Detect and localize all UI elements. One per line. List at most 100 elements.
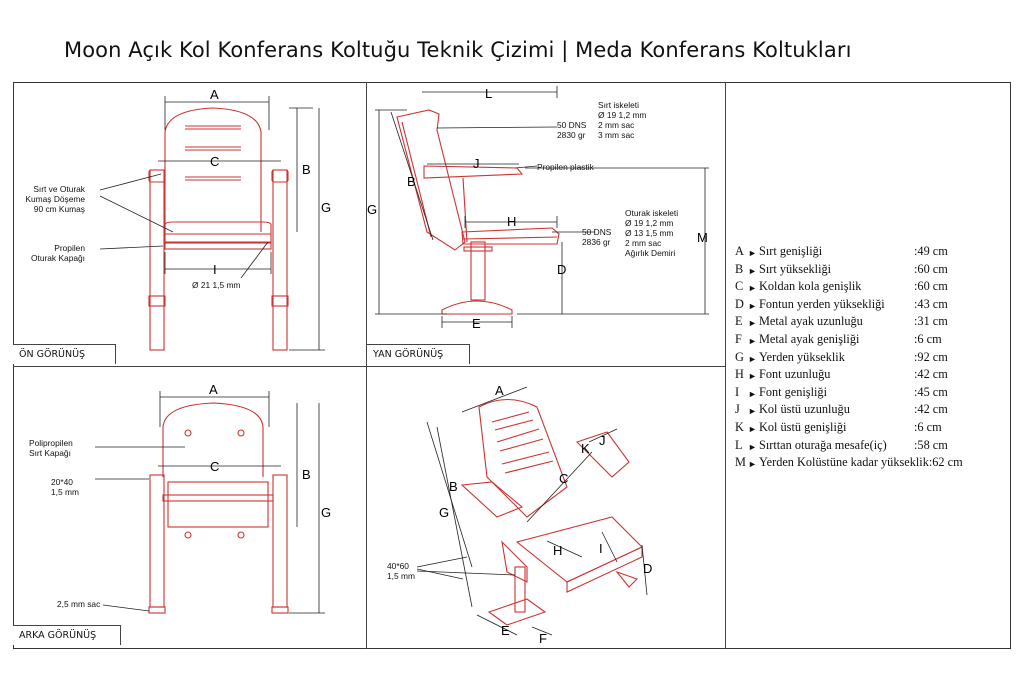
arrow-icon: ► (748, 423, 757, 434)
legend-key: M (735, 455, 746, 470)
legend-row: L►Sırttan oturağa mesafe(iç):58 cm (735, 438, 963, 456)
persp-dim-e-label: E (501, 623, 510, 638)
persp-dim-f-label: F (539, 631, 547, 646)
legend-name: Sırt genişliği (759, 244, 823, 258)
perspective-view-drawing: A B G C K J H I D E F (416, 383, 652, 646)
legend-value: :45 cm (914, 384, 948, 399)
legend-name: Koldan kola genişlik (759, 279, 862, 294)
side-dim-b-label: B (407, 174, 416, 189)
legend-value: :58 cm (914, 437, 948, 452)
legend-key: E (735, 314, 743, 329)
legend-name: Font genişliği (759, 384, 827, 399)
persp-dim-a-label: A (495, 383, 504, 398)
back-profile-note: 20*40 1,5 mm (51, 477, 79, 497)
dim-c-label: C (210, 154, 219, 169)
side-view-drawing: L G B J H D M E (367, 86, 709, 331)
persp-dim-b-label: B (449, 479, 458, 494)
legend-value: :6 cm (914, 331, 942, 346)
legend-value: :60 cm (914, 279, 948, 294)
legend-name: Fontun yerden yüksekliği (759, 296, 885, 311)
side-seat-frame-note: Oturak iskeleti Ø 19 1,2 mm Ø 13 1,5 mm … (625, 208, 679, 258)
back-dim-g-label: G (321, 505, 331, 520)
arrow-icon: ► (748, 335, 757, 346)
side-arm-note: Propilen plastik (537, 162, 594, 172)
dim-g-label: G (321, 200, 331, 215)
legend-key: G (735, 349, 744, 364)
legend-name: Yerden yükseklik (759, 349, 845, 364)
legend-name: Metal ayak genişliği (759, 331, 860, 346)
legend-row: I►Font genişliği:45 cm (735, 385, 963, 403)
back-view-drawing: A C B G (95, 382, 331, 614)
legend-row: E ►Metal ayak uzunluğu :31 cm (735, 314, 963, 332)
legend-row: G►Yerden yükseklik:92 cm (735, 350, 963, 368)
side-dim-l-label: L (485, 86, 492, 101)
persp-dim-h-label: H (553, 543, 562, 558)
legend-value: :42 cm (914, 402, 948, 417)
back-dim-b-label: B (302, 467, 311, 482)
front-tube-note: Ø 21 1,5 mm (192, 280, 241, 290)
divider-vertical-2 (725, 82, 726, 649)
legend-key: H (735, 367, 744, 382)
side-dim-m-label: M (697, 230, 708, 245)
dim-i-label: I (213, 262, 217, 277)
legend-value: :6 cm (914, 419, 942, 434)
dim-b-label: B (302, 162, 311, 177)
back-view-label: ARKA GÖRÜNÜŞ (13, 625, 121, 645)
legend-row: J►Kol üstü uzunluğu:42 cm (735, 402, 963, 420)
legend-row: K ►Kol üstü genişliği :6 cm (735, 420, 963, 438)
legend-value: :49 cm (914, 244, 948, 258)
legend-name: Kol üstü uzunluğu (759, 402, 850, 417)
legend-key: F (735, 331, 742, 346)
legend-key: B (735, 261, 744, 276)
legend-row: M►Yerden Kolüstüne kadar yükseklik:62 cm (735, 455, 963, 473)
legend-value: :43 cm (914, 296, 948, 311)
front-view-label: ÖN GÖRÜNÜŞ (13, 344, 116, 364)
legend-name: Sırttan oturağa mesafe(iç) (759, 437, 887, 452)
legend-key: I (735, 384, 740, 399)
side-dim-e-label: E (472, 316, 481, 331)
legend-row: D ►Fontun yerden yüksekliği :43 cm (735, 297, 963, 315)
dim-a-label: A (210, 87, 219, 102)
arrow-icon: ► (748, 283, 757, 294)
arrow-icon: ► (748, 459, 757, 470)
persp-profile-note: 40*60 1,5 mm (387, 561, 415, 581)
page-title: Moon Açık Kol Konferans Koltuğu Teknik Ç… (64, 38, 852, 62)
legend-row: F ►Metal ayak genişliği :6 cm (735, 332, 963, 350)
arrow-icon: ► (748, 300, 757, 311)
legend-name: Metal ayak uzunluğu (759, 314, 863, 329)
side-back-foam-note: 50 DNS 2830 gr (557, 120, 587, 140)
legend-row: B►Sırt yüksekliği:60 cm (735, 262, 963, 280)
front-view-drawing: A C I B G (99, 87, 331, 351)
legend-key: K (735, 419, 744, 434)
arrow-icon: ► (748, 265, 757, 276)
legend-key: D (735, 296, 744, 311)
persp-dim-k-label: K (581, 441, 590, 456)
drawing-sheet (13, 82, 1011, 649)
side-dim-h-label: H (507, 214, 516, 229)
legend-name: Kol üstü genişliği (759, 419, 847, 434)
legend-value: :60 cm (914, 261, 948, 276)
legend-key: C (735, 279, 744, 294)
legend-key: L (735, 437, 743, 452)
legend-value: :31 cm (914, 314, 948, 329)
side-dim-d-label: D (557, 262, 566, 277)
back-cover-note: Polipropilen Sırt Kapağı (29, 438, 73, 458)
legend-row: C ►Koldan kola genişlik :60 cm (735, 279, 963, 297)
side-back-frame-note: Sırt iskeleti Ø 19 1,2 mm 2 mm sac 3 mm … (598, 100, 647, 140)
back-dim-c-label: C (210, 459, 219, 474)
arrow-icon: ► (748, 248, 757, 258)
legend-name: Yerden Kolüstüne kadar yükseklik (759, 455, 929, 470)
arrow-icon: ► (748, 318, 757, 329)
legend-value: :92 cm (914, 349, 948, 364)
persp-dim-g-label: G (439, 505, 449, 520)
divider-vertical-1 (366, 82, 367, 649)
side-dim-j-label: J (473, 156, 480, 171)
persp-dim-i-label: I (599, 541, 603, 556)
front-fabric-note: Sırt ve Oturak Kumaş Döşeme 90 cm Kumaş (25, 184, 85, 214)
back-dim-a-label: A (209, 382, 218, 397)
side-dim-g-label: G (367, 202, 377, 217)
front-seatcover-note: Propilen Oturak Kapağı (30, 243, 85, 263)
back-sheet-note: 2,5 mm sac (57, 599, 101, 609)
arrow-icon: ► (748, 406, 757, 417)
legend-value: :62 cm (928, 455, 963, 470)
